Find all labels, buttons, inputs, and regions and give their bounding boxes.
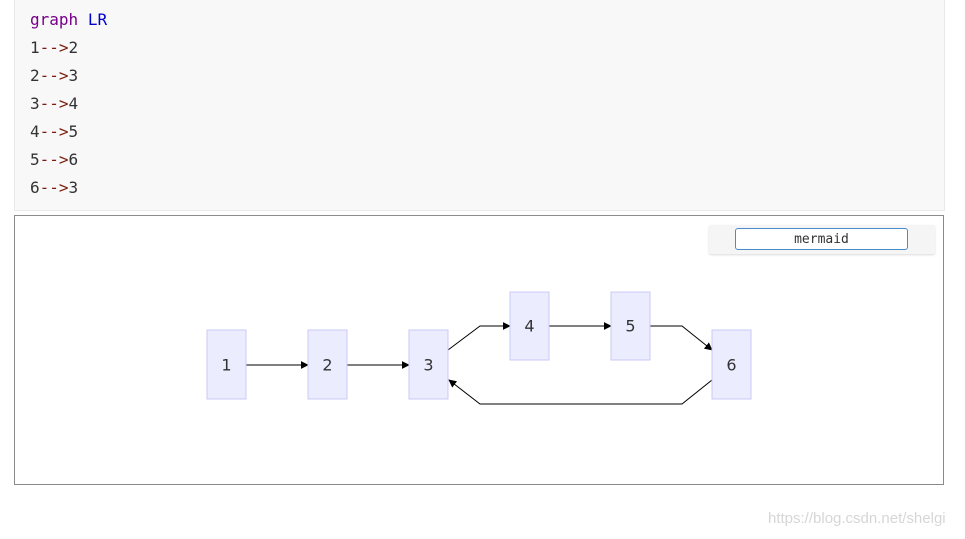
language-input[interactable] [735,228,908,250]
code-line-edge: 1-->2 [30,34,78,62]
code-edge-to: 4 [68,94,79,113]
code-edge-op: --> [39,66,69,85]
code-edge-op: --> [39,178,69,197]
node-1-label: 1 [221,356,231,375]
node-5[interactable]: 5 [610,291,651,361]
code-keyword: graph [30,10,79,29]
node-6-box [711,329,752,400]
code-edge-from: 2 [30,66,40,85]
code-line-edge: 6-->3 [30,174,78,202]
node-4[interactable]: 4 [509,291,550,361]
node-3[interactable]: 3 [408,329,449,400]
code-edge-from: 6 [30,178,40,197]
code-edge-to: 3 [68,66,79,85]
language-bar [709,225,935,254]
code-edge-to: 3 [68,178,79,197]
edges [246,322,713,405]
code-edge-from: 4 [30,122,40,141]
node-6[interactable]: 6 [711,329,752,400]
code-direction: LR [87,10,108,29]
edge-5-6 [650,325,713,351]
node-2[interactable]: 2 [307,329,348,400]
code-edge-op: --> [39,122,69,141]
code-line-edge: 4-->5 [30,118,78,146]
code-edge-from: 5 [30,150,40,169]
node-6-label: 6 [726,356,736,375]
code-edge-to: 5 [68,122,79,141]
code-line-edge: 2-->3 [30,62,78,90]
code-edge-to: 6 [68,150,79,169]
watermark: https://blog.csdn.net/shelgi [768,510,946,527]
node-1[interactable]: 1 [206,329,247,400]
code-edge-op: --> [39,38,69,57]
code-edge-op: --> [39,150,69,169]
edge-6-3 [448,379,713,405]
node-4-box [509,291,550,361]
node-3-box [408,329,449,400]
diagram-preview: 1 2 3 4 5 6 [14,215,944,485]
node-4-label: 4 [524,317,534,336]
node-2-box [307,329,348,400]
code-line-edge: 3-->4 [30,90,78,118]
node-5-box [610,291,651,361]
node-2-label: 2 [322,356,332,375]
code-edge-op: --> [39,94,69,113]
code-block[interactable]: graph LR 1-->2 2-->3 3-->4 4-->5 5-->6 6… [14,0,945,211]
code-line-header: graph LR [30,6,107,34]
flowchart: 1 2 3 4 5 6 [206,291,752,405]
code-edge-to: 2 [68,38,79,57]
node-3-label: 3 [423,356,433,375]
node-1-box [206,329,247,400]
code-line-edge: 5-->6 [30,146,78,174]
edge-3-4 [447,322,511,351]
node-5-label: 5 [625,317,635,336]
code-edge-from: 1 [30,38,40,57]
code-edge-from: 3 [30,94,40,113]
